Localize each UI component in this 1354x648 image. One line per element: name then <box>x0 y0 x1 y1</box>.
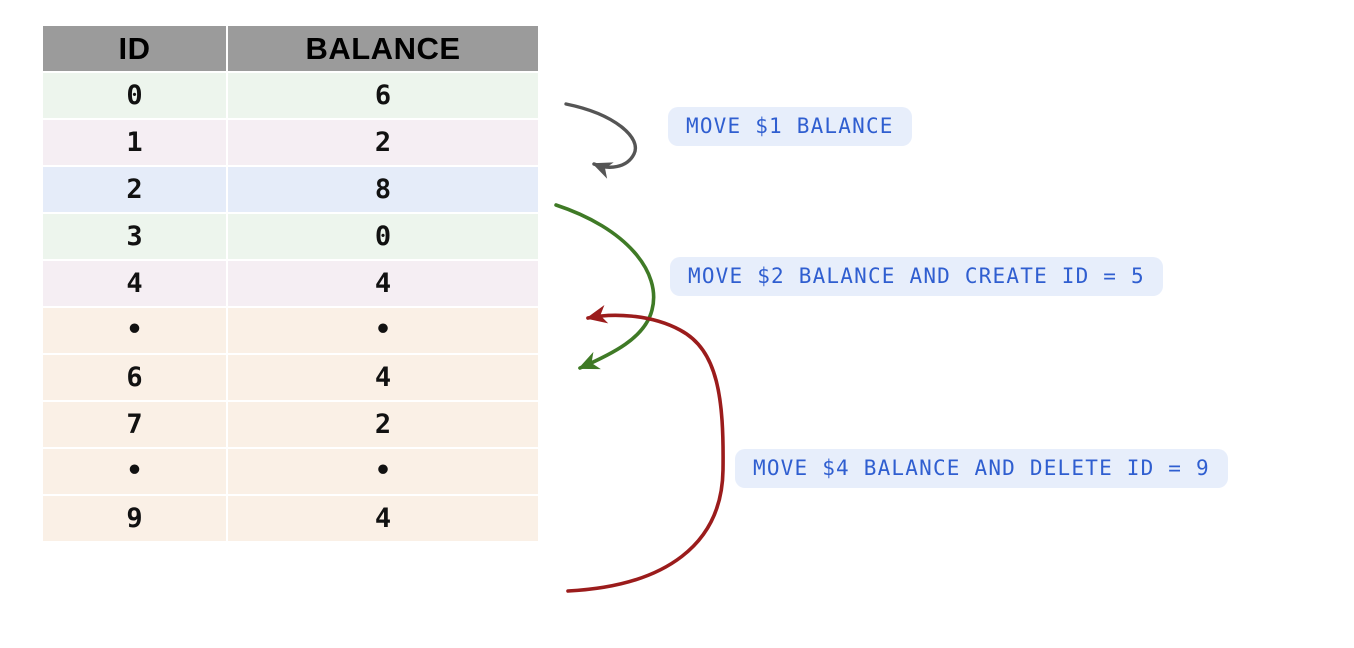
cell-balance: 8 <box>228 167 538 212</box>
table-header: ID BALANCE <box>43 26 538 71</box>
cell-id: 6 <box>43 355 226 400</box>
cell-id: 9 <box>43 496 226 541</box>
cell-balance: 2 <box>228 402 538 447</box>
annotation-badge-move1: MOVE $1 BALANCE <box>668 107 912 147</box>
table-row: •• <box>43 449 538 494</box>
column-header-balance: BALANCE <box>228 26 538 71</box>
cell-balance: 4 <box>228 355 538 400</box>
annotation-badge-move2: MOVE $2 BALANCE AND CREATE ID = 5 <box>670 257 1163 297</box>
table-header-row: ID BALANCE <box>43 26 538 71</box>
cell-id: 3 <box>43 214 226 259</box>
cell-balance: 4 <box>228 261 538 306</box>
cell-id: 7 <box>43 402 226 447</box>
cell-id: 4 <box>43 261 226 306</box>
table-row: •• <box>43 308 538 353</box>
red-arrow <box>566 305 725 593</box>
gray-arrow <box>564 102 638 179</box>
cell-id: 0 <box>43 73 226 118</box>
green-arrow <box>554 203 656 370</box>
cell-id: • <box>43 308 226 353</box>
cell-balance: • <box>228 308 538 353</box>
annotation-badge-move3: MOVE $4 BALANCE AND DELETE ID = 9 <box>735 449 1228 489</box>
cell-id: 1 <box>43 120 226 165</box>
cell-balance: 4 <box>228 496 538 541</box>
cell-balance: 2 <box>228 120 538 165</box>
cell-balance: 0 <box>228 214 538 259</box>
column-header-id: ID <box>43 26 226 71</box>
cell-balance: 6 <box>228 73 538 118</box>
cell-id: 2 <box>43 167 226 212</box>
cell-balance: • <box>228 449 538 494</box>
cell-id: • <box>43 449 226 494</box>
